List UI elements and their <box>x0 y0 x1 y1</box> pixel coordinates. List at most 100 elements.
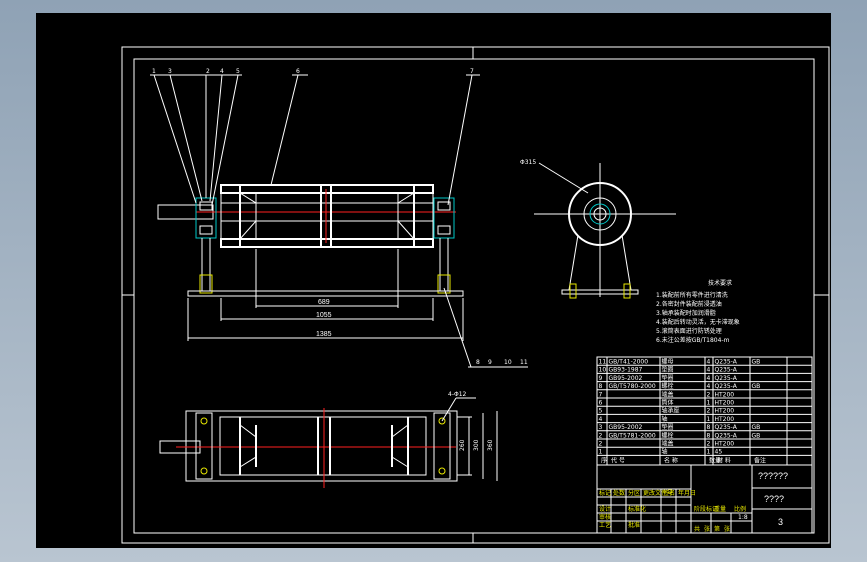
plan-drum-outline <box>219 416 427 476</box>
leader-4 <box>209 74 223 202</box>
bom-cell-no: 3 <box>599 424 603 431</box>
plan-bearing-left <box>195 412 213 480</box>
side-bolt-left <box>569 283 577 299</box>
bom-cell-no: 2 <box>599 441 603 448</box>
leader-5 <box>211 74 239 206</box>
plan-hole-3 <box>438 417 446 425</box>
balloon-9: 9 <box>488 359 492 366</box>
tb-label-sign: 签名 <box>663 489 675 497</box>
tech-note-3: 3.轴承装配时加润滑脂 <box>656 309 716 317</box>
drum-circle-hub <box>583 197 617 231</box>
bom-cell-code: GB95-2002 <box>609 375 643 382</box>
balloon-1: 1 <box>152 68 156 75</box>
bom-cell-no: 6 <box>599 400 603 407</box>
rib-chamfers <box>239 192 415 240</box>
tech-note-4: 4.装配后转动灵活，无卡滞现象 <box>656 318 740 326</box>
side-base <box>561 289 639 295</box>
bom-cell-name: 螺母 <box>662 358 674 366</box>
bom-cell-qty: 8 <box>707 432 711 439</box>
bom-cell-no: 2 <box>599 432 603 439</box>
phi-leader <box>538 162 589 194</box>
tb-scale-value: 1:8 <box>738 514 748 521</box>
balloon-5: 5 <box>236 68 240 75</box>
tb-label-review: 审核 <box>599 513 611 521</box>
bom-cell-note: GB <box>752 359 761 366</box>
plan-dim-300-label: 300 <box>473 439 480 451</box>
drum-circle-outer <box>568 182 632 246</box>
bom-cell-code: GB/T5780-2000 <box>609 383 656 390</box>
bom-header-note: 备注 <box>754 456 766 464</box>
phi-label: Φ315 <box>520 159 536 166</box>
leader-6 <box>270 74 299 186</box>
tech-title: 技术要求 <box>708 279 732 287</box>
bom-cell-code: GB95-2002 <box>609 424 643 431</box>
bom-cell-mat: Q235-A <box>715 383 738 390</box>
bearing-left-top <box>199 201 213 211</box>
bom-cell-mat: Q235-A <box>715 432 738 439</box>
tech-note-5: 5.滚筒表面进行防锈处理 <box>656 327 722 335</box>
bom-cell-qty: 1 <box>707 416 711 423</box>
plan-bearing-right <box>433 412 451 480</box>
bearing-right-top <box>437 201 451 211</box>
side-bolt-right <box>623 283 631 299</box>
plan-rib-chamfers <box>239 424 409 468</box>
bom-cell-qty: 1 <box>707 449 711 456</box>
base-plate <box>187 290 464 297</box>
bom-cell-code: GB/T5781-2000 <box>609 432 656 439</box>
drawing-name: ?????? <box>758 471 788 481</box>
tb-label-zone: 分区 <box>628 489 640 497</box>
bom-cell-qty: 4 <box>707 375 711 382</box>
leader-7 <box>447 74 473 206</box>
drum-outline <box>220 184 434 248</box>
sheet-number: 3 <box>778 517 783 527</box>
plan-dim-260-label: 260 <box>459 439 466 451</box>
bom-cell-mat: HT200 <box>715 441 735 448</box>
tb-label-weight: 重量 <box>714 505 726 513</box>
bom-cell-note: GB <box>752 383 761 390</box>
plan-view: 4-Φ12 260 300 360 <box>159 391 498 488</box>
leader-1 <box>153 74 197 204</box>
bom-cell-mat: HT200 <box>715 416 735 423</box>
tb-label-total: 共 <box>694 525 700 533</box>
tech-note-2: 2.各密封件装配前浸透油 <box>656 300 722 308</box>
tb-label-mark: 标记 <box>599 489 611 497</box>
plan-dim-360-label: 360 <box>487 439 494 451</box>
bom-cell-code: GB/T41-2000 <box>609 359 649 366</box>
bom-cell-name: 垫圈 <box>662 374 674 382</box>
tb-label-count: 处数 <box>613 489 625 497</box>
bom-cell-mat: Q235-A <box>715 424 738 431</box>
bom-cell-qty: 1 <box>707 400 711 407</box>
tb-label-change: 更改文件号 <box>643 489 673 497</box>
plan-hole-1 <box>200 417 208 425</box>
balloon-10: 10 <box>504 359 512 366</box>
bom-cell-name: 筒体 <box>662 399 674 407</box>
bom-cell-qty: 8 <box>707 424 711 431</box>
bolt-right <box>437 274 451 294</box>
bom-cell-name: 轴 <box>662 448 668 456</box>
tb-label-scale: 比例 <box>734 505 746 513</box>
bom-cell-name: 垫圈 <box>662 366 674 374</box>
tb-label-design: 设计 <box>599 505 611 513</box>
tb-label-num: 第 <box>714 525 720 533</box>
tb-label-stage: 阶段标记 <box>694 505 718 513</box>
bom-cell-qty: 2 <box>707 408 711 415</box>
leader-3 <box>169 74 203 202</box>
balloon-6: 6 <box>296 68 300 75</box>
dim-mid-label: 1055 <box>316 312 332 319</box>
bom-cell-qty: 2 <box>707 441 711 448</box>
drum-shell-top <box>220 184 434 194</box>
bearing-left-bottom <box>199 225 213 235</box>
bom-cell-no: 4 <box>599 416 603 423</box>
bom-cell-name: 端盖 <box>662 440 674 448</box>
front-view: 689 1055 1385 1 3 2 4 5 6 7 8 9 10 11 <box>150 68 528 368</box>
bom-cell-name: 螺栓 <box>662 382 674 390</box>
tb-label-process: 工艺 <box>599 521 611 529</box>
bom-cell-qty: 4 <box>707 359 711 366</box>
inner-shaft <box>220 202 434 222</box>
bom-cell-name: 垫圈 <box>662 423 674 431</box>
cad-drawing-canvas[interactable]: 689 1055 1385 1 3 2 4 5 6 7 8 9 10 11 <box>36 13 831 548</box>
dim-inner-label: 689 <box>318 299 330 306</box>
dim-overall-label: 1385 <box>316 331 332 338</box>
balloon-11: 11 <box>520 359 528 366</box>
